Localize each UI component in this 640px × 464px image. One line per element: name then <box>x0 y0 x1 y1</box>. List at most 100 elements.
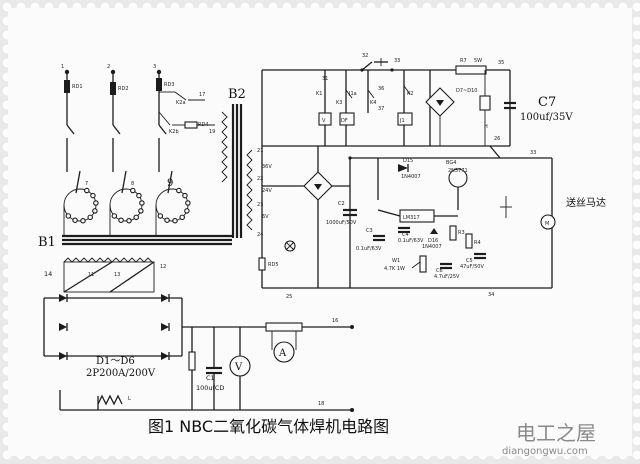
svg-text:18: 18 <box>318 401 324 407</box>
node-14-label: 14 <box>44 270 52 278</box>
capacitor-c7-label: C7 <box>538 95 556 110</box>
contact-k4-label: K4 <box>370 100 376 106</box>
capacitor-c4-value: 0.1uF/63V <box>398 238 424 244</box>
diode-symbol <box>59 352 67 360</box>
diode-rating-label: 2P200A/200V <box>86 368 156 379</box>
svg-text:36: 36 <box>378 86 384 92</box>
resistor-r4-label: R4 <box>474 240 481 246</box>
pot-w1-label: W1 <box>392 258 400 264</box>
diode-symbol <box>161 352 169 360</box>
contact-k2-label: K2 <box>407 91 413 97</box>
svg-text:35: 35 <box>498 60 504 66</box>
tap-selector-switches: 7 8 9 <box>63 170 191 236</box>
capacitor-c6-label: C6 <box>436 268 443 274</box>
motor-symbol: M <box>545 221 549 227</box>
diode-symbol <box>59 323 67 331</box>
svg-text:32: 32 <box>362 53 368 59</box>
pot-w1-value: 4.7K 1W <box>384 266 405 272</box>
tap-6v-label: 6V <box>262 214 269 220</box>
capacitor-c4-label: C4 <box>402 232 409 238</box>
svg-text:17: 17 <box>199 92 205 98</box>
watermark-url: diangongwu.com <box>502 446 588 457</box>
svg-text:3: 3 <box>153 64 156 70</box>
diode-d16-part: 1N4007 <box>422 244 442 250</box>
capacitor-c3-label: C3 <box>366 228 373 234</box>
tap-9-label: 9 <box>167 178 173 189</box>
svg-text:19: 19 <box>209 129 215 135</box>
capacitor-c3-value: 0.1uF/63V <box>356 246 382 252</box>
capacitor-c6-value: 4.7uF/25V <box>434 274 460 280</box>
svg-text:33: 33 <box>530 150 536 156</box>
fuse-rd1-label: RD1 <box>72 84 83 90</box>
diode-symbol <box>161 294 169 302</box>
svg-text:2: 2 <box>107 64 110 70</box>
transistor-bg4-label: BG4 <box>446 160 456 166</box>
relay-j1-label: J1 <box>399 118 405 124</box>
contact-k2b-label: K2b <box>169 129 179 135</box>
bridge-d7-d10-label: D7~D10 <box>456 88 477 94</box>
valve-df-label: DF <box>341 118 348 124</box>
svg-text:13: 13 <box>114 272 120 278</box>
capacitor-c1-label: C1 <box>206 374 215 382</box>
svg-text:22: 22 <box>257 176 263 182</box>
transformer-b1-label: B1 <box>38 235 56 250</box>
svg-text:7: 7 <box>85 181 88 187</box>
main-rectifier: D1～D6 2P200A/200V L C1 100ufCD V <box>43 294 354 412</box>
contact-k1-label: K1 <box>316 91 322 97</box>
regulator-lm317-label: LM317 <box>403 215 420 221</box>
capacitor-c5-label: C5 <box>466 258 473 264</box>
watermark-site-name: 电工之屋 <box>516 421 596 445</box>
tap-24v-label: 24V <box>262 188 272 194</box>
resistor-r7-label: R7 <box>460 58 467 64</box>
input-fuse-section: RD1 RD2 RD3 1 2 3 K2a 17 RD4 K2b 19 <box>61 64 215 172</box>
wire-feed-regulator: C2 1000uF/50V D15 1N4007 BG4 2N3771 LM31… <box>258 136 606 300</box>
diode-d15-label: D15 <box>403 158 413 164</box>
voltmeter-symbol: V <box>234 362 243 373</box>
svg-text:37: 37 <box>378 106 384 112</box>
relay-v-label: V <box>322 118 326 124</box>
control-transformer-b2: B2 36V 24V 6V 21 22 23 24 <box>221 87 272 238</box>
diode-d15-part: 1N4007 <box>401 174 421 180</box>
diode-symbol <box>59 294 67 302</box>
svg-text:23: 23 <box>257 202 263 208</box>
wire-feed-motor-label: 送丝马达 <box>566 196 606 209</box>
fuse-rd2-label: RD2 <box>118 86 129 92</box>
power-supply-section: R7 5W 35 D7~D10 H C7 100uf/35V <box>425 58 573 147</box>
svg-text:1: 1 <box>61 64 64 70</box>
svg-text:11: 11 <box>88 272 94 278</box>
svg-text:34: 34 <box>488 292 494 298</box>
diode-symbol <box>161 323 169 331</box>
svg-text:25: 25 <box>286 294 292 300</box>
svg-text:26: 26 <box>494 136 500 142</box>
svg-text:12: 12 <box>160 264 166 270</box>
svg-text:8: 8 <box>131 181 134 187</box>
capacitor-c7-value: 100uf/35V <box>520 112 573 123</box>
transformer-b2-label: B2 <box>228 87 246 102</box>
transistor-bg4-part: 2N3771 <box>448 168 468 174</box>
capacitor-c5-value: 47uF/50V <box>460 264 484 270</box>
main-transformer-b1: B1 14 11 13 12 <box>38 234 232 293</box>
svg-text:33: 33 <box>394 58 400 64</box>
control-relay-section: 31 32 33 K1 K3 J1a K4 K2 36 37 <box>261 53 552 289</box>
capacitor-c2-value: 1000uF/50V <box>326 220 357 226</box>
capacitor-c1-value: 100ufCD <box>196 384 224 392</box>
svg-text:21: 21 <box>257 148 263 154</box>
resistor-r3-label: R3 <box>458 230 465 236</box>
svg-text:H: H <box>484 124 488 130</box>
tap-36v-label: 36V <box>262 164 272 170</box>
fuse-rd5-label: RD5 <box>268 262 279 268</box>
svg-text:16: 16 <box>332 318 338 324</box>
figure-caption: 图1 NBC二氧化碳气体焊机电路图 <box>148 417 389 436</box>
contact-j1a-label: J1a <box>348 91 357 97</box>
diodes-label: D1～D6 <box>96 356 135 367</box>
diode-d16-label: D16 <box>428 238 438 244</box>
resistor-r7-value: 5W <box>474 58 482 64</box>
capacitor-c2-label: C2 <box>338 201 345 207</box>
ammeter-symbol: A <box>278 348 287 359</box>
contact-k3-label: K3 <box>336 100 342 106</box>
contact-k2a-label: K2a <box>176 100 186 106</box>
fuse-rd3-label: RD3 <box>164 82 175 88</box>
svg-text:24: 24 <box>257 232 263 238</box>
